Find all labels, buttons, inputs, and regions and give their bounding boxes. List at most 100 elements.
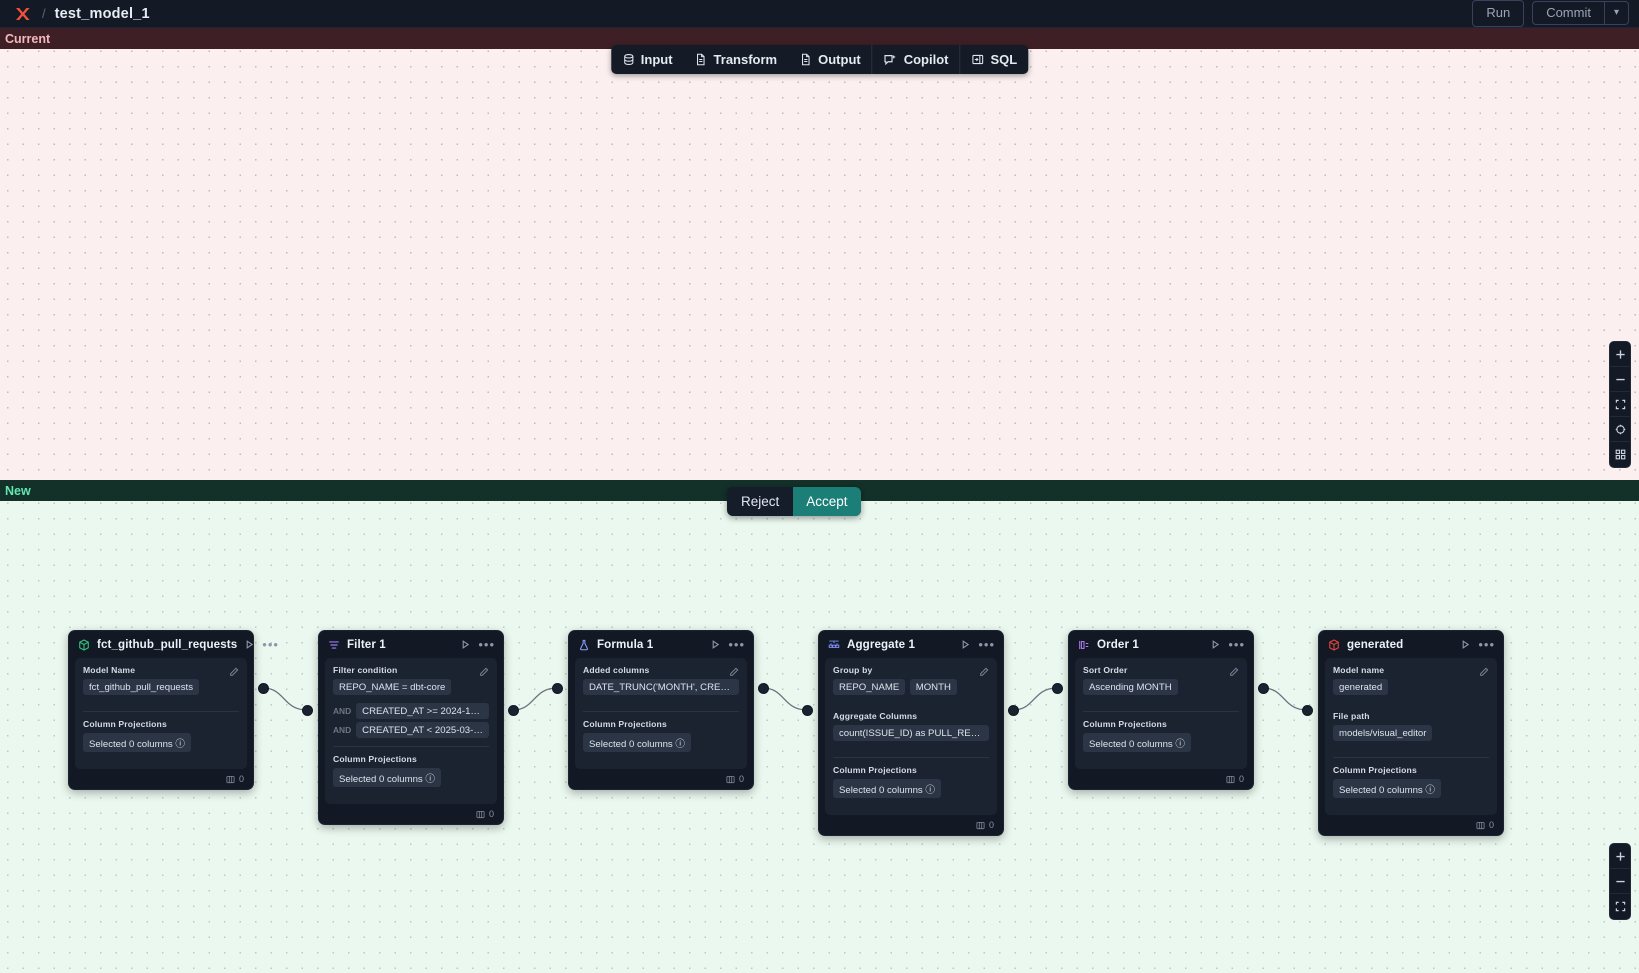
chip-text: Selected 0 columns	[339, 773, 423, 785]
file-icon	[799, 53, 812, 66]
ellipsis-icon[interactable]: •••	[728, 636, 745, 652]
column-projection-chip[interactable]: Selected 0 columns ⓘ	[333, 768, 441, 787]
added-column-chip[interactable]: DATE_TRUNC('MONTH', CREATED_AT...	[583, 679, 739, 695]
ellipsis-icon[interactable]: •••	[1228, 636, 1245, 652]
tab-sql[interactable]: SQL	[959, 45, 1028, 74]
pencil-icon[interactable]	[479, 664, 489, 682]
column-count: 0	[1488, 820, 1494, 830]
pencil-icon[interactable]	[229, 664, 239, 682]
filter-condition-chip[interactable]: CREATED_AT >= 2024-12-01	[356, 703, 489, 719]
play-icon[interactable]	[960, 639, 971, 650]
column-projection-chip[interactable]: Selected 0 columns ⓘ	[83, 733, 191, 752]
port-out-formula[interactable]	[758, 683, 769, 694]
section-label: Added columns	[583, 665, 650, 675]
grid-icon[interactable]	[1610, 442, 1630, 467]
zoom-in-button[interactable]	[1610, 342, 1630, 367]
canvas-dot-grid	[0, 28, 1639, 480]
tab-copilot[interactable]: Copilot	[871, 45, 960, 74]
column-projection-chip[interactable]: Selected 0 columns ⓘ	[833, 779, 941, 798]
node-title: Filter 1	[347, 638, 386, 651]
column-projection-chip[interactable]: Selected 0 columns ⓘ	[1333, 779, 1441, 798]
node-header: Aggregate 1 •••	[819, 631, 1003, 658]
x-logo-icon[interactable]	[12, 4, 32, 24]
node-body: Added columns DATE_TRUNC('MONTH', CREATE…	[575, 658, 747, 769]
info-icon[interactable]: ⓘ	[425, 773, 435, 785]
filter-condition-row: AND CREATED_AT >= 2024-12-01	[333, 703, 489, 719]
lock-target-icon[interactable]	[1610, 417, 1630, 442]
node-aggregate-1[interactable]: Aggregate 1 ••• Group by REPO_NAME MONTH…	[818, 630, 1004, 836]
new-canvas[interactable]: fct_github_pull_requests ••• Model Name …	[0, 480, 1639, 973]
copilot-sparkle-icon	[884, 53, 898, 67]
node-filter-1[interactable]: Filter 1 ••• Filter condition REPO_NAME …	[318, 630, 504, 825]
tab-transform[interactable]: Transform	[684, 45, 789, 74]
port-in-filter[interactable]	[302, 705, 313, 716]
current-canvas[interactable]	[0, 28, 1639, 480]
zoom-out-button[interactable]	[1610, 367, 1630, 392]
pencil-icon[interactable]	[1479, 664, 1489, 682]
pencil-icon[interactable]	[729, 664, 739, 682]
column-projection-chip[interactable]: Selected 0 columns ⓘ	[1083, 733, 1191, 752]
divider	[833, 757, 989, 758]
new-banner-label: New	[5, 483, 31, 498]
columns-icon	[1226, 775, 1235, 784]
play-icon[interactable]	[244, 639, 255, 650]
group-by-chip[interactable]: REPO_NAME	[833, 679, 906, 695]
model-name-chip[interactable]: generated	[1333, 679, 1389, 695]
commit-button[interactable]: Commit	[1546, 5, 1591, 21]
chevron-down-icon[interactable]: ▾	[1603, 2, 1628, 25]
node-formula-1[interactable]: Formula 1 ••• Added columns DATE_TRUNC('…	[568, 630, 754, 790]
play-icon[interactable]	[1210, 639, 1221, 650]
fit-view-button[interactable]	[1610, 392, 1630, 417]
value-chip[interactable]: fct_github_pull_requests	[83, 679, 200, 695]
chip-text: Selected 0 columns	[1089, 738, 1173, 750]
accept-button[interactable]: Accept	[793, 487, 861, 516]
run-button[interactable]: Run	[1472, 0, 1525, 27]
play-icon[interactable]	[460, 639, 471, 650]
pencil-icon[interactable]	[979, 664, 989, 682]
port-in-order[interactable]	[1052, 683, 1063, 694]
info-icon[interactable]: ⓘ	[675, 738, 685, 750]
node-generated[interactable]: generated ••• Model name generated File …	[1318, 630, 1504, 836]
pencil-icon[interactable]	[1229, 664, 1239, 682]
column-projection-chip[interactable]: Selected 0 columns ⓘ	[583, 733, 691, 752]
port-in-aggregate[interactable]	[802, 705, 813, 716]
port-out-aggregate[interactable]	[1008, 705, 1019, 716]
sort-order-chip[interactable]: Ascending MONTH	[1083, 679, 1178, 695]
play-icon[interactable]	[1460, 639, 1471, 650]
port-in-generated[interactable]	[1302, 705, 1313, 716]
filter-condition-chip[interactable]: REPO_NAME = dbt-core	[333, 679, 452, 695]
node-order-1[interactable]: Order 1 ••• Sort Order Ascending MONTH C…	[1068, 630, 1254, 790]
zoom-in-button[interactable]	[1610, 844, 1630, 869]
section-label: Column Projections	[83, 719, 167, 729]
chip-text: Selected 0 columns	[839, 784, 923, 796]
filter-condition-chip[interactable]: CREATED_AT < 2025-03-01	[356, 722, 489, 738]
info-icon[interactable]: ⓘ	[1175, 738, 1185, 750]
node-fct-github-pull-requests[interactable]: fct_github_pull_requests ••• Model Name …	[68, 630, 278, 790]
tab-input-label: Input	[640, 52, 673, 67]
aggregate-column-chip[interactable]: count(ISSUE_ID) as PULL_REQUEST_...	[833, 725, 989, 741]
info-icon[interactable]: ⓘ	[1425, 784, 1435, 796]
tab-output[interactable]: Output	[788, 45, 872, 74]
ellipsis-icon[interactable]: •••	[262, 636, 279, 652]
reject-button[interactable]: Reject	[741, 494, 780, 509]
play-icon[interactable]	[710, 639, 721, 650]
file-path-chip[interactable]: models/visual_editor	[1333, 725, 1433, 741]
port-out-order[interactable]	[1258, 683, 1269, 694]
ellipsis-icon[interactable]: •••	[478, 636, 495, 652]
info-icon[interactable]: ⓘ	[925, 784, 935, 796]
ellipsis-icon[interactable]: •••	[978, 636, 995, 652]
fit-view-button[interactable]	[1610, 894, 1630, 919]
port-out-source[interactable]	[258, 683, 269, 694]
tab-input[interactable]: Input	[611, 45, 684, 74]
current-banner-label: Current	[5, 31, 51, 46]
zoom-controls-new	[1609, 843, 1631, 920]
port-in-formula[interactable]	[552, 683, 563, 694]
info-icon[interactable]: ⓘ	[175, 738, 185, 750]
divider	[333, 746, 489, 747]
ellipsis-icon[interactable]: •••	[1478, 636, 1495, 652]
column-count: 0	[988, 820, 994, 830]
zoom-controls-current	[1609, 341, 1631, 468]
group-by-chip[interactable]: MONTH	[909, 679, 957, 695]
port-out-filter[interactable]	[508, 705, 519, 716]
zoom-out-button[interactable]	[1610, 869, 1630, 894]
